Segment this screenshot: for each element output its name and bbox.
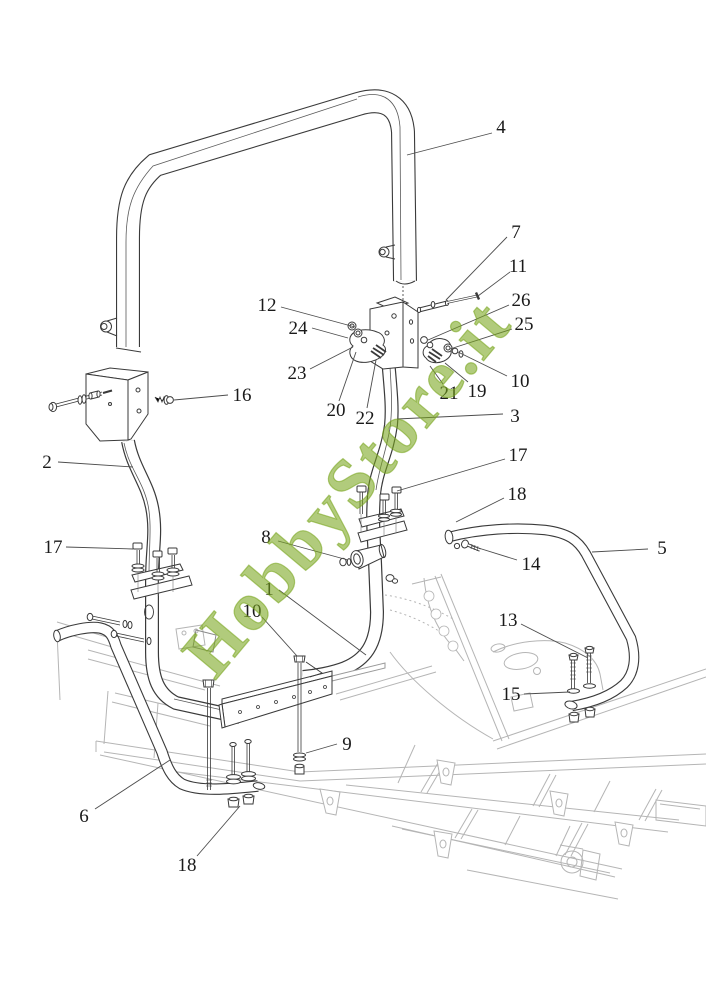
svg-text:11: 11: [509, 256, 527, 277]
svg-text:15: 15: [502, 684, 521, 705]
svg-text:4: 4: [496, 117, 506, 138]
svg-text:18: 18: [508, 484, 527, 505]
svg-text:22: 22: [356, 408, 375, 429]
svg-text:19: 19: [468, 381, 487, 402]
svg-text:9: 9: [342, 734, 352, 755]
svg-text:7: 7: [511, 222, 521, 243]
svg-text:1: 1: [264, 579, 274, 600]
svg-text:13: 13: [499, 610, 518, 631]
svg-text:23: 23: [288, 363, 307, 384]
svg-text:6: 6: [79, 806, 89, 827]
svg-text:20: 20: [327, 400, 346, 421]
svg-text:3: 3: [510, 406, 520, 427]
svg-text:26: 26: [512, 290, 531, 311]
svg-text:21: 21: [440, 383, 459, 404]
svg-text:18: 18: [178, 855, 197, 876]
svg-text:10: 10: [511, 371, 530, 392]
svg-text:14: 14: [522, 554, 542, 575]
svg-text:HobbyStore.it: HobbyStore.it: [168, 285, 527, 692]
svg-text:2: 2: [42, 452, 52, 473]
svg-text:17: 17: [44, 537, 63, 558]
svg-text:16: 16: [233, 385, 252, 406]
svg-text:12: 12: [258, 295, 277, 316]
svg-text:24: 24: [289, 318, 309, 339]
svg-text:17: 17: [509, 445, 528, 466]
svg-text:5: 5: [657, 538, 667, 559]
svg-text:8: 8: [261, 527, 271, 548]
svg-text:25: 25: [515, 314, 534, 335]
svg-text:10: 10: [243, 601, 262, 622]
